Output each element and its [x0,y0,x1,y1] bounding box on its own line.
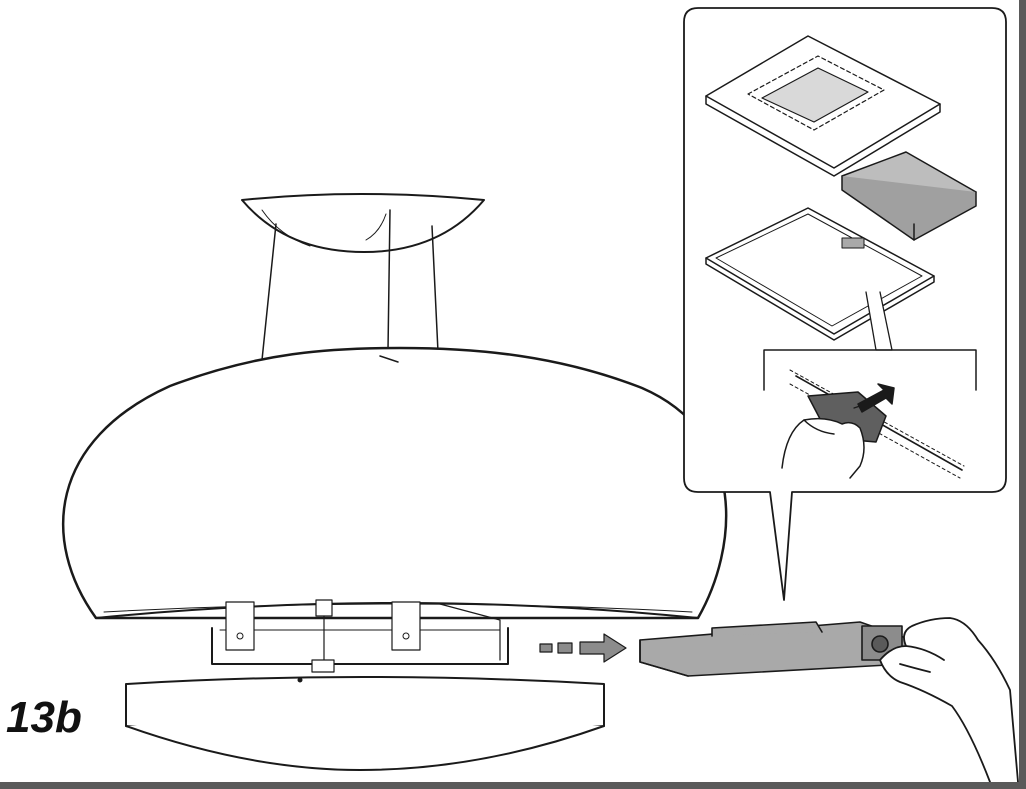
detail-inset [763,349,977,479]
page-frame-right [1019,0,1026,789]
ceiling-canopy [241,193,485,253]
dashed-arrow-right-icon [539,633,627,663]
motor-housing [211,599,509,673]
figure-label: 13b [6,693,82,742]
carbon-filter-block [841,151,977,241]
filter-frame [705,35,941,177]
hand-icon [879,617,1019,783]
lower-ring [125,676,605,771]
island-hood-dome-icon [61,346,728,620]
suspension-cables [261,209,439,361]
page-frame-bottom [0,782,1026,789]
grease-filter-icon [639,621,907,677]
